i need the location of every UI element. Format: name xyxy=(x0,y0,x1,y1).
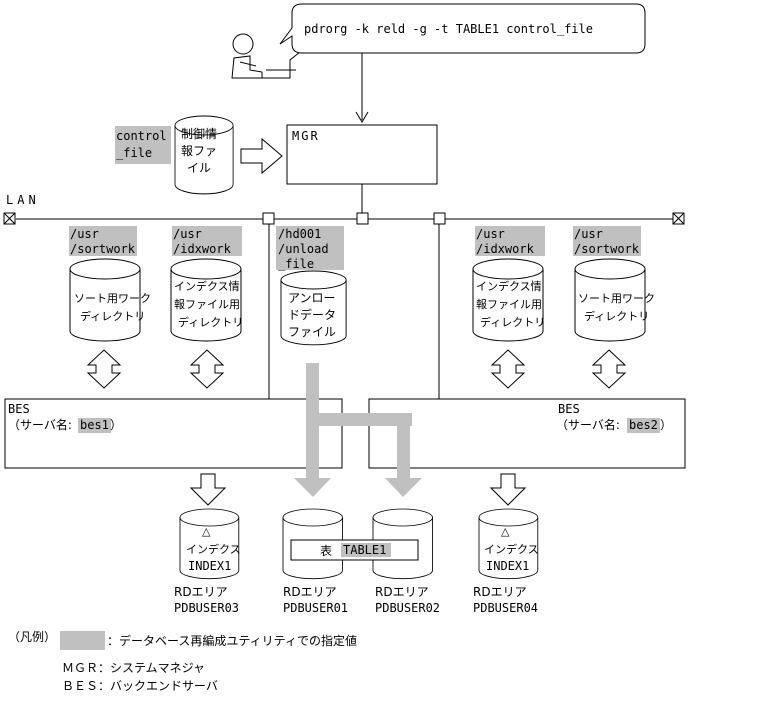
control-file-path-2: _file xyxy=(116,146,152,160)
right-idx-path-2: /idxwork xyxy=(476,242,535,256)
user-icon xyxy=(231,33,301,79)
bes2-title: BES xyxy=(558,402,580,416)
command-text: pdrorg -k reld -g -t TABLE1 control_file xyxy=(304,22,593,36)
left-idx-path-1: /usr xyxy=(173,227,202,241)
unload-path-3: _file xyxy=(278,257,314,271)
right-idx-path-1: /usr xyxy=(476,227,505,241)
lan-terminator-left-icon xyxy=(3,212,16,225)
bes2-prefix: （サーバ名: xyxy=(556,417,620,432)
control-file-label-2: 報ファ xyxy=(181,144,217,158)
lan-label: LAN xyxy=(6,193,40,207)
rd01-area-name: PDBUSER01 xyxy=(283,601,348,615)
unload-highlight xyxy=(276,226,344,270)
hollow-arrow-icon xyxy=(240,137,283,175)
index-mark-icon: △ xyxy=(501,525,510,538)
bes2-name: bes2 xyxy=(629,418,658,432)
double-arrow-icon xyxy=(189,349,225,389)
unload-path-2: /unload xyxy=(278,242,329,256)
down-arrow-icon xyxy=(489,473,527,506)
unload-label-2: ドデータ xyxy=(288,307,336,322)
gray-flow-arrows xyxy=(294,363,422,497)
lan-node-bes2 xyxy=(433,212,446,225)
table-name-highlight xyxy=(341,543,391,557)
command-box: pdrorg -k reld -g -t TABLE1 control_file xyxy=(279,3,646,54)
right-idx-label-2: 報ファイル用 xyxy=(476,298,542,311)
right-idx-label-3: ディレクトリ xyxy=(480,315,545,329)
legend-mgr: ＭＧＲ：システムマネジャ xyxy=(62,661,205,675)
left-sort-path-2: /sortwork xyxy=(70,242,136,256)
bes2-suffix: ） xyxy=(660,418,672,432)
control-file-highlight xyxy=(115,126,171,164)
double-arrow-icon xyxy=(490,349,526,389)
mgr-label: MGR xyxy=(292,129,320,143)
bes1-suffix: ） xyxy=(110,418,122,432)
left-idx-label-2: 報ファイル用 xyxy=(174,298,240,311)
left-sort-path-1: /usr xyxy=(70,227,99,241)
lan-node-mgr xyxy=(356,212,369,225)
left-idx-highlight xyxy=(172,226,242,256)
left-sort-highlight xyxy=(69,226,137,256)
bes2-box xyxy=(368,398,686,469)
right-sort-path-2: /sortwork xyxy=(574,242,640,256)
rd04-index-label: インデクス xyxy=(484,542,539,556)
rd01-area-label: RDエリア xyxy=(283,585,337,599)
bes1-name: bes1 xyxy=(80,418,109,432)
legend-bes: ＢＥＳ：バックエンドサーバ xyxy=(62,679,218,693)
right-sort-highlight xyxy=(573,226,641,256)
bes2-name-highlight xyxy=(627,418,660,433)
left-idx-path-2: /idxwork xyxy=(173,242,232,256)
table-label-prefix: 表 xyxy=(320,544,332,558)
table-label-name: TABLE1 xyxy=(343,543,386,557)
unload-path-1: /hd001 xyxy=(278,227,321,241)
rd04-index-name: INDEX1 xyxy=(486,559,529,573)
control-file-path-1: control xyxy=(116,129,167,143)
rd04-area-label: RDエリア xyxy=(473,585,527,599)
right-idx-label-1: インデクス情 xyxy=(476,279,542,293)
rd04-area-name: PDBUSER04 xyxy=(473,601,538,615)
lan-node-bes1 xyxy=(262,212,275,225)
rd02-area-name: PDBUSER02 xyxy=(375,601,440,615)
control-file-label-1: 制御情 xyxy=(181,126,217,141)
index-mark-icon: △ xyxy=(202,525,211,538)
bes1-box xyxy=(4,398,343,469)
rd03-index-label: インデクス xyxy=(186,542,241,556)
legend-title: （凡例） xyxy=(8,630,56,644)
double-arrow-icon xyxy=(591,349,627,389)
left-idx-label-3: ディレクトリ xyxy=(178,315,243,329)
double-arrow-icon xyxy=(86,349,122,389)
down-arrow-icon xyxy=(189,473,227,506)
right-sort-label-1: ソート用ワーク xyxy=(578,292,655,305)
unload-label-1: アンロー xyxy=(288,291,336,305)
rd02-area-label: RDエリア xyxy=(375,585,429,599)
left-idx-label-1: インデクス情 xyxy=(174,279,240,293)
left-sort-label-2: ディレクトリ xyxy=(80,309,145,323)
right-idx-highlight xyxy=(475,226,545,256)
control-file-label-3: イル xyxy=(187,161,211,175)
right-sort-path-1: /usr xyxy=(574,227,603,241)
bes1-prefix: （サーバ名: xyxy=(8,417,72,432)
right-sort-label-2: ディレクトリ xyxy=(584,309,649,323)
rd03-area-name: PDBUSER03 xyxy=(174,601,239,615)
unload-label-3: ファイル xyxy=(288,325,336,339)
lan-terminator-right-icon xyxy=(672,212,685,225)
rd03-area-label: RDエリア xyxy=(174,585,228,599)
rd03-index-name: INDEX1 xyxy=(188,559,231,573)
left-sort-label-1: ソート用ワーク xyxy=(74,292,151,305)
legend-gray-desc: ：データベース再編成ユティリティでの指定値 xyxy=(107,633,357,648)
bes1-name-highlight xyxy=(78,418,111,433)
legend-gray-swatch xyxy=(60,631,105,650)
bes1-title: BES xyxy=(8,402,30,416)
